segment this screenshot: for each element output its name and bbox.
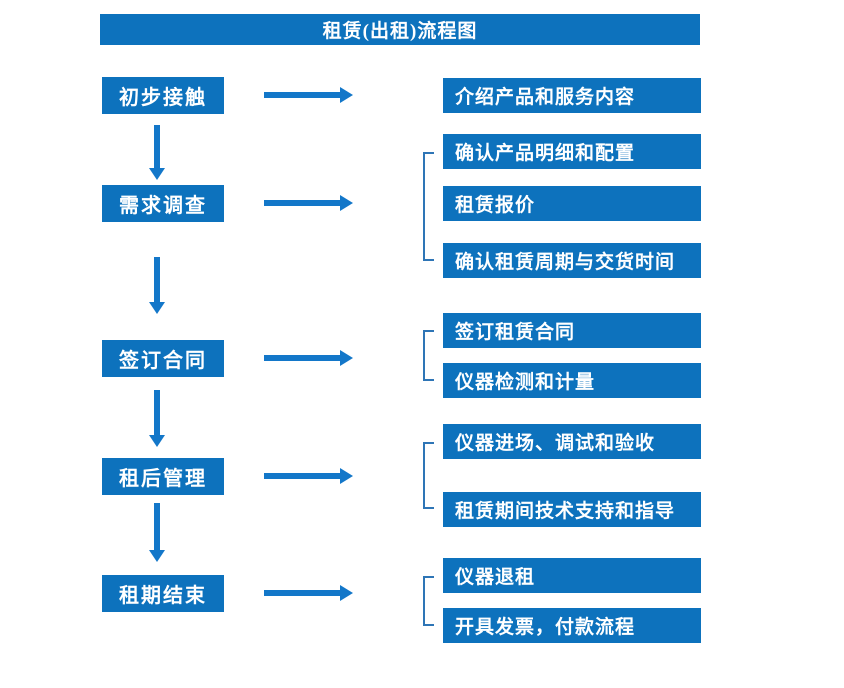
arrow-shaft [264, 590, 341, 596]
detail-box-rental-quote: 租赁报价 [443, 186, 701, 221]
arrow-shaft [264, 92, 341, 98]
step-box-rental-end: 租期结束 [102, 575, 224, 612]
detail-box-confirm-config: 确认产品明细和配置 [443, 134, 701, 169]
arrow-down-icon [149, 503, 165, 562]
arrow-shaft [264, 355, 341, 361]
step-box-demand-survey: 需求调查 [102, 185, 224, 222]
step-box-sign-contract: 签订合同 [102, 340, 224, 377]
arrow-head [340, 195, 353, 211]
detail-group-bracket [423, 330, 434, 381]
title-bar: 租赁(出租)流程图 [100, 14, 700, 45]
detail-box-instrument-return: 仪器退租 [443, 558, 701, 593]
detail-box-tech-support: 租赁期间技术支持和指导 [443, 492, 701, 527]
arrow-down-icon [149, 125, 165, 180]
arrow-right-icon [264, 87, 353, 103]
arrow-down-icon [149, 390, 165, 447]
arrow-head [340, 350, 353, 366]
arrow-right-icon [264, 195, 353, 211]
detail-box-instrument-setup: 仪器进场、调试和验收 [443, 424, 701, 459]
arrow-shaft [264, 200, 341, 206]
detail-group-bracket [423, 442, 434, 509]
arrow-right-icon [264, 468, 353, 484]
detail-box-sign-rental-contract: 签订租赁合同 [443, 313, 701, 348]
arrow-shaft [264, 473, 341, 479]
arrow-head [149, 435, 165, 447]
page-title: 租赁(出租)流程图 [322, 21, 478, 42]
arrow-head [340, 585, 353, 601]
arrow-head [340, 468, 353, 484]
detail-box-invoice-payment: 开具发票，付款流程 [443, 608, 701, 643]
arrow-head [340, 87, 353, 103]
arrow-head [149, 550, 165, 562]
arrow-right-icon [264, 350, 353, 366]
step-box-initial-contact: 初步接触 [102, 77, 224, 114]
detail-group-bracket [423, 152, 434, 261]
arrow-down-icon [149, 257, 165, 314]
detail-box-instrument-testing: 仪器检测和计量 [443, 363, 701, 398]
arrow-head [149, 302, 165, 314]
arrow-right-icon [264, 585, 353, 601]
arrow-head [149, 168, 165, 180]
detail-group-bracket [423, 576, 434, 626]
arrow-shaft [154, 503, 160, 550]
arrow-shaft [154, 390, 160, 435]
arrow-shaft [154, 125, 160, 168]
arrow-shaft [154, 257, 160, 302]
step-box-post-rental-mgmt: 租后管理 [102, 458, 224, 495]
detail-box-introduce-products: 介绍产品和服务内容 [443, 78, 701, 113]
detail-box-confirm-period: 确认租赁周期与交货时间 [443, 243, 701, 278]
